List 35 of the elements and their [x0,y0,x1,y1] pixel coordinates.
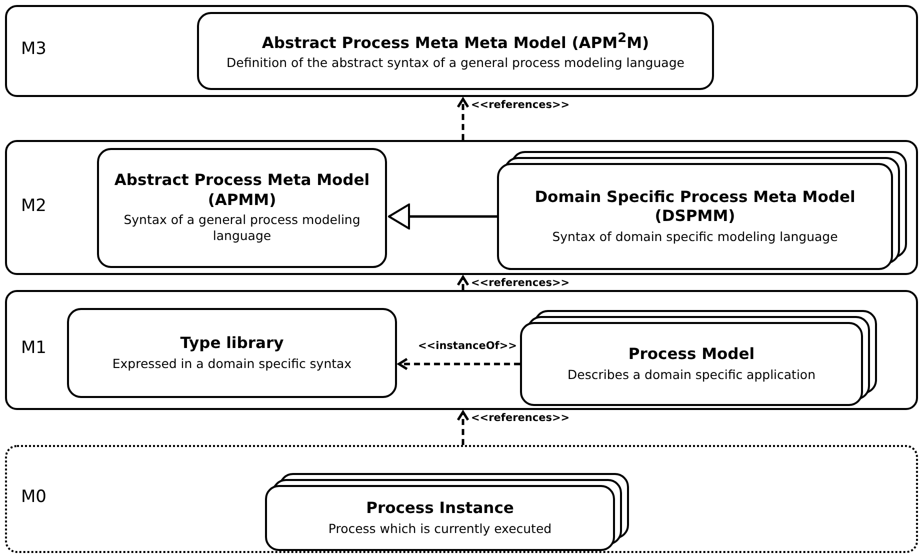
generalization-arrow [388,204,497,230]
model-card [97,148,387,268]
model-card [197,12,714,90]
card-description: Syntax of domain specific modeling language [552,228,838,245]
dashed-arrow [456,276,470,290]
card-description: Process which is currently executed [328,520,552,537]
layer-label: M2 [21,196,46,216]
model-card [67,308,397,398]
card-title: Abstract Process Meta Meta Model (APM$^{2}$M) [262,30,650,54]
layer-box [5,140,918,275]
layer-label: M1 [21,338,46,358]
card-title: Process Model [628,345,755,365]
model-card [520,322,863,406]
edge-label: <<references>> [470,412,571,424]
dashed-arrow [398,358,520,370]
edge-label: <<instanceOf>> [417,340,518,352]
card-description: Expressed in a domain specific syntax [112,356,352,372]
dashed-arrow [456,410,470,445]
layer-label: M3 [21,39,46,59]
card-description: Definition of the abstract syntax of a general process modeling language [226,55,684,72]
layer-box [5,290,918,410]
edge-label: <<references>> [470,99,571,111]
card-description: Describes a domain specific application [568,366,816,383]
layer-box [5,445,918,553]
card-title: Domain Specific Process Meta Model (DSPMM) [534,188,856,227]
card-title: Process Instance [366,499,514,519]
edge-label: <<references>> [470,277,571,289]
layer-box [5,5,918,97]
card-description: Syntax of a general process modeling language [122,212,362,245]
card-title: Type library [180,334,284,354]
layer-label: M0 [21,487,46,507]
model-card [497,163,893,270]
model-card [265,485,615,551]
dashed-arrow [456,98,470,140]
card-title: Abstract Process Meta Model (APMM) [113,171,371,210]
